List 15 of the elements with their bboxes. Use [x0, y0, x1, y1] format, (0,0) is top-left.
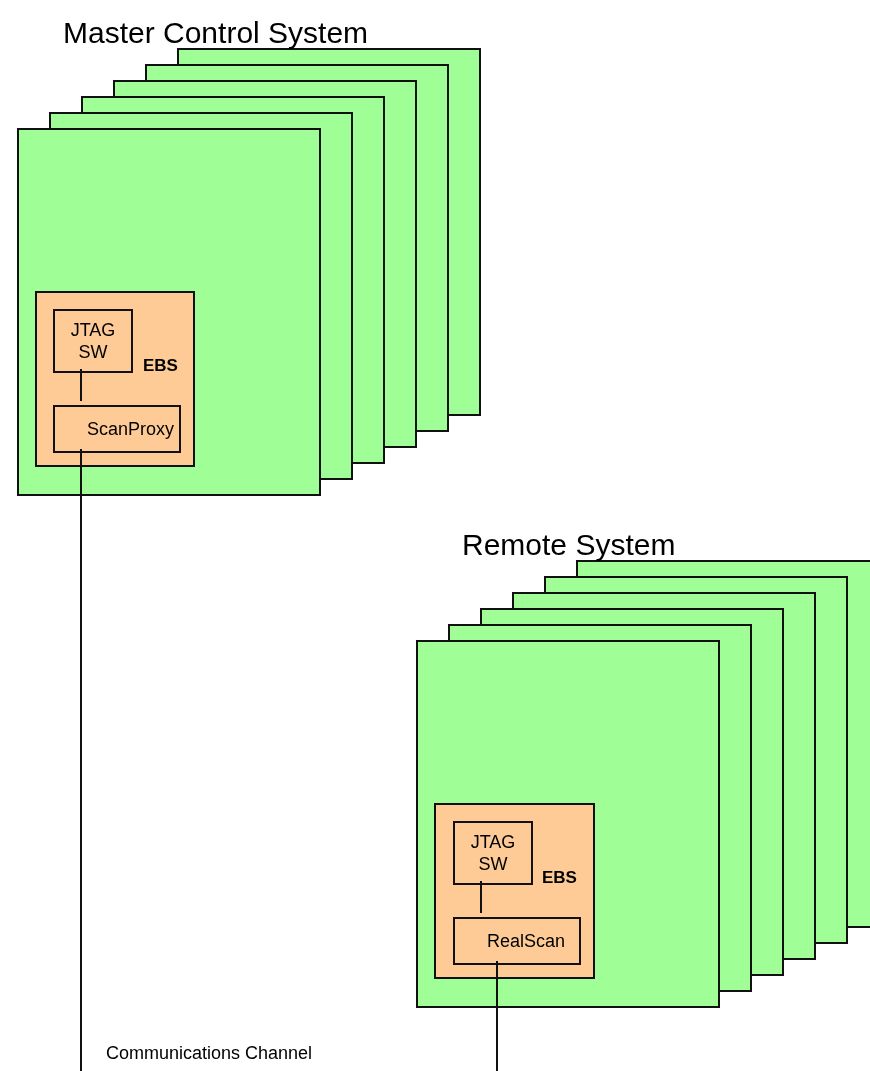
ebs-label: EBS: [542, 867, 577, 889]
ebs-box: [434, 803, 595, 979]
connector-line: [496, 960, 498, 1071]
component-box: JTAG SW: [53, 309, 133, 373]
channel-label: Communications Channel: [106, 1042, 313, 1065]
system-title: Master Control System: [63, 15, 369, 51]
ebs-label: EBS: [143, 355, 178, 377]
connector-line: [80, 368, 82, 402]
component-box: RealScan: [453, 917, 581, 965]
ebs-box: [35, 291, 195, 467]
component-box: ScanProxy: [53, 405, 181, 453]
system-title: Remote System: [462, 527, 676, 563]
component-box: JTAG SW: [453, 821, 533, 885]
connector-line: [80, 448, 82, 1071]
connector-line: [480, 880, 482, 914]
